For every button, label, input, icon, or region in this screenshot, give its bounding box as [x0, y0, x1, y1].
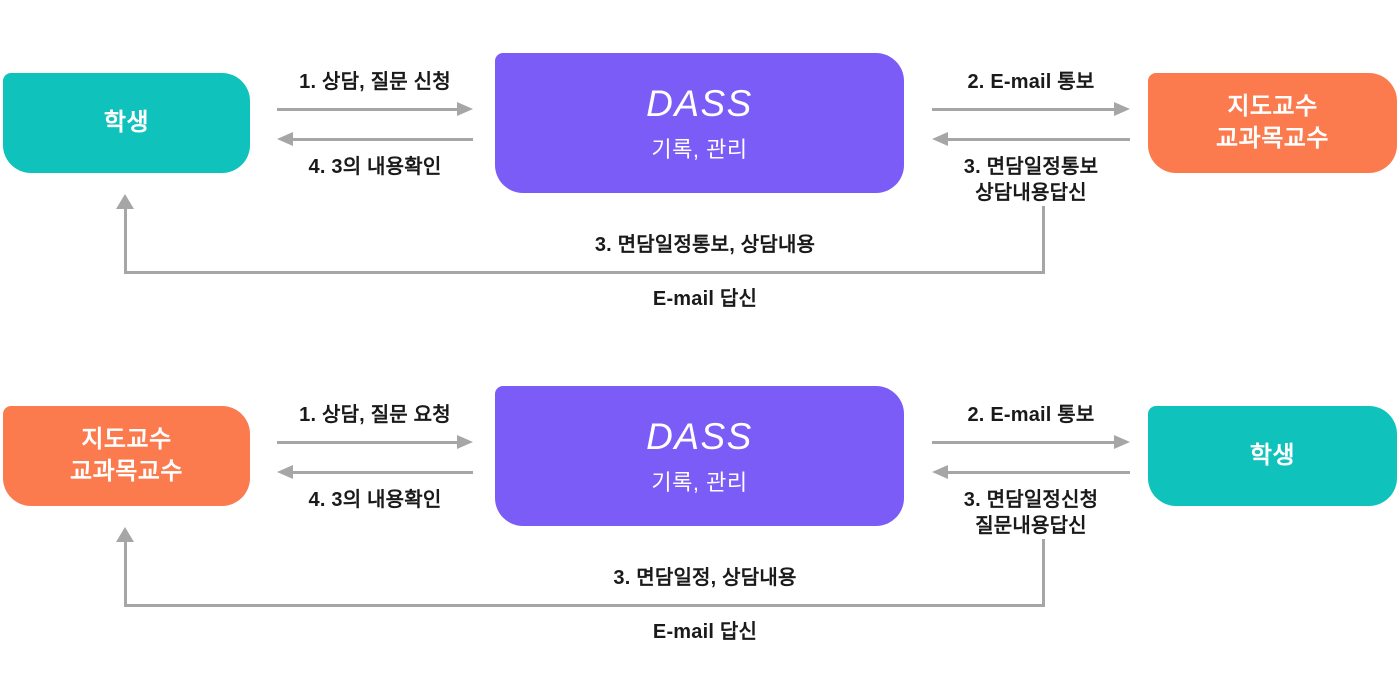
arrow-student-to-dass	[277, 102, 473, 117]
arrow-line	[944, 471, 1130, 474]
feedback-vertical-line	[124, 208, 127, 271]
arrow-line	[289, 138, 473, 141]
student-box: 학생	[1148, 406, 1397, 506]
feedback-horizontal-line	[124, 271, 1045, 274]
professor-box-label: 지도교수 교과목교수	[70, 425, 183, 485]
dass-box: DASS 기록, 관리	[495, 53, 904, 193]
arrowhead-right-icon	[457, 435, 473, 449]
arrow-line	[289, 471, 473, 474]
dass-box-subtitle: 기록, 관리	[651, 136, 748, 162]
arrow-student-to-dass	[932, 465, 1130, 480]
arrow-label-request: 1. 상담, 질문 요청	[299, 404, 451, 426]
arrowhead-right-icon	[1114, 435, 1130, 449]
arrow-dass-to-professor	[932, 102, 1130, 117]
flow-student-initiated: 학생 DASS 기록, 관리 지도교수 교과목교수 1. 상담, 질문 신청 4…	[0, 0, 1400, 333]
arrow-label-schedule-reply: 3. 면담일정신청 질문내용답신	[963, 489, 1099, 537]
arrow-dass-to-professor	[277, 465, 473, 480]
arrowhead-right-icon	[457, 102, 473, 116]
arrow-label-confirm: 4. 3의 내용확인	[308, 156, 442, 178]
arrowhead-left-icon	[277, 465, 293, 479]
feedback-sublabel: E-mail 답신	[652, 288, 758, 310]
arrow-label-schedule-reply: 3. 면담일정통보 상담내용답신	[963, 156, 1099, 204]
arrow-line	[932, 441, 1118, 444]
arrow-professor-to-dass	[277, 435, 473, 450]
flow-professor-initiated: 지도교수 교과목교수 DASS 기록, 관리 학생 1. 상담, 질문 요청 4…	[0, 333, 1400, 666]
feedback-sublabel: E-mail 답신	[652, 621, 758, 643]
arrowhead-right-icon	[1114, 102, 1130, 116]
arrowhead-left-icon	[932, 465, 948, 479]
arrow-line	[944, 138, 1130, 141]
arrow-label-email-notice: 2. E-mail 통보	[967, 404, 1095, 426]
arrow-label-confirm: 4. 3의 내용확인	[308, 489, 442, 511]
arrow-line	[277, 441, 461, 444]
student-box-label: 학생	[103, 108, 150, 136]
professor-box: 지도교수 교과목교수	[1148, 73, 1397, 173]
feedback-label: 3. 면담일정통보, 상담내용	[594, 234, 816, 256]
feedback-connector-line	[1042, 206, 1045, 272]
student-box-label: 학생	[1249, 441, 1296, 469]
arrow-line	[932, 108, 1118, 111]
arrow-line	[277, 108, 461, 111]
feedback-connector-line	[1042, 539, 1045, 605]
dass-box-title: DASS	[646, 82, 753, 124]
professor-box: 지도교수 교과목교수	[3, 406, 250, 506]
arrowhead-left-icon	[932, 132, 948, 146]
feedback-label: 3. 면담일정, 상담내용	[613, 567, 797, 589]
dass-box-title: DASS	[646, 415, 753, 457]
feedback-vertical-line	[124, 541, 127, 604]
arrow-label-request: 1. 상담, 질문 신청	[299, 71, 451, 93]
arrowhead-up-icon	[116, 527, 134, 542]
dass-box-subtitle: 기록, 관리	[651, 469, 748, 495]
arrow-dass-to-student	[932, 435, 1130, 450]
arrow-dass-to-student	[277, 132, 473, 147]
arrowhead-left-icon	[277, 132, 293, 146]
arrowhead-up-icon	[116, 194, 134, 209]
feedback-horizontal-line	[124, 604, 1045, 607]
dass-box: DASS 기록, 관리	[495, 386, 904, 526]
student-box: 학생	[3, 73, 250, 173]
arrow-professor-to-dass	[932, 132, 1130, 147]
professor-box-label: 지도교수 교과목교수	[1216, 92, 1329, 152]
arrow-label-email-notice: 2. E-mail 통보	[967, 71, 1095, 93]
